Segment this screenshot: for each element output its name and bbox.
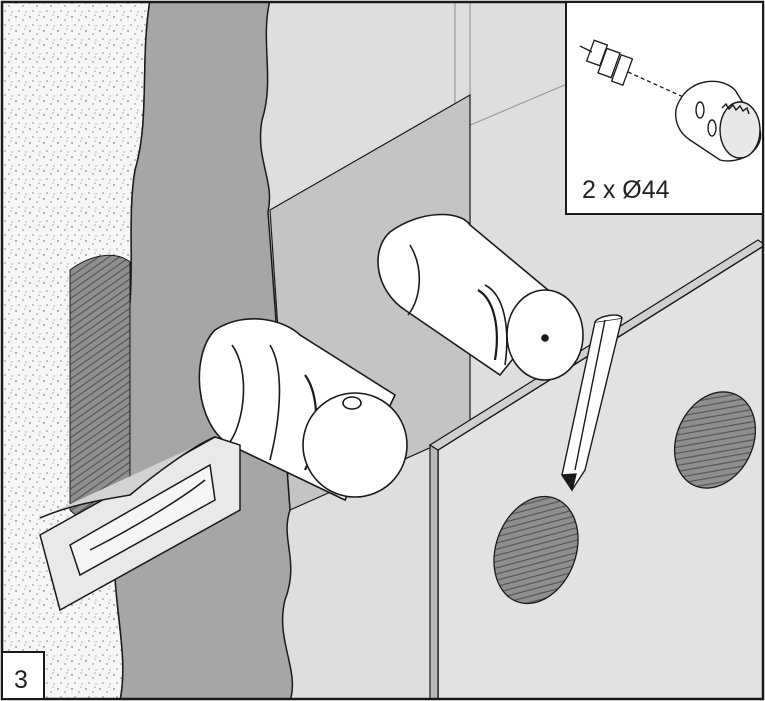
- step-number: 3: [14, 666, 28, 694]
- front-panel-edge: [429, 443, 439, 699]
- inset-dimension-label: 2 x Ø44: [582, 176, 670, 204]
- marked-hole-left: [493, 495, 579, 605]
- drill-bit-with-arbor-icon: [579, 39, 691, 101]
- step-number-badge: 3: [1, 651, 45, 700]
- rear-cylinder: [377, 213, 584, 381]
- marked-hole-right: [673, 391, 757, 489]
- pencil-icon: [560, 314, 623, 492]
- front-cylinder: [198, 318, 408, 502]
- mounting-bracket: [39, 436, 241, 612]
- hole-saw-icon: [674, 80, 762, 162]
- tool-inset: 2 x Ø44: [565, 1, 764, 215]
